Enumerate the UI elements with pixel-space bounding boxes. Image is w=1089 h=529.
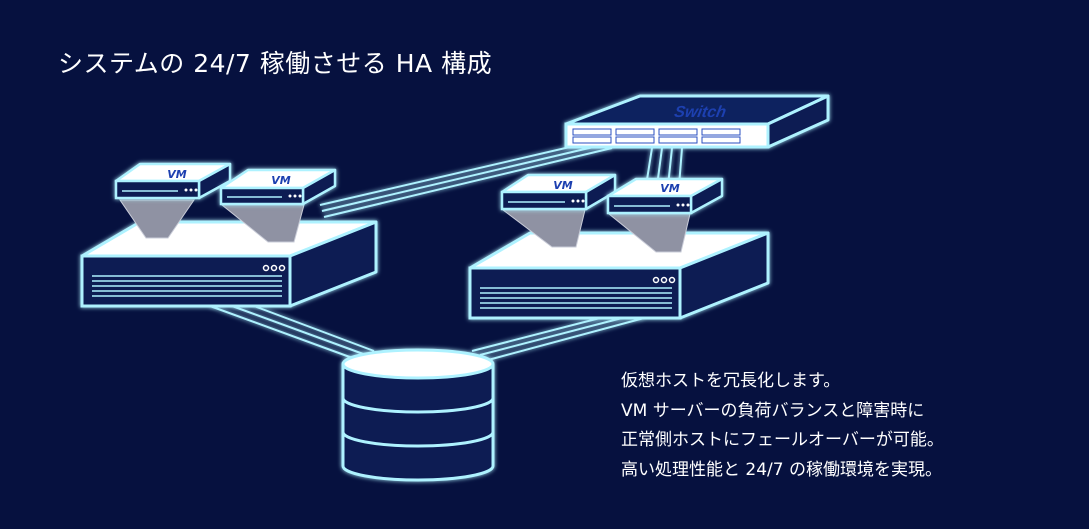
cable-left-host-to-storage — [209, 305, 375, 361]
shared-storage — [341, 348, 495, 482]
diagram-title: システムの 24/7 稼働させる HA 構成 — [58, 49, 493, 78]
vm-label: VM — [167, 168, 187, 181]
host-server-left — [80, 220, 378, 308]
switch-label: Switch — [673, 103, 728, 121]
cable-left-vm-to-switch — [319, 139, 613, 218]
vm-label: VM — [553, 179, 573, 192]
vm-label: VM — [271, 174, 291, 187]
vm-box-left-1: VM — [114, 162, 232, 200]
cable-right-host-to-storage — [471, 317, 645, 361]
vm-link-funnel — [119, 199, 195, 239]
host-server-right — [468, 231, 770, 320]
description: 仮想ホストを冗長化します。 VM サーバーの負荷バランスと障害時に 正常側ホスト… — [621, 367, 944, 485]
vm-box-right-1: VM — [500, 173, 617, 211]
vm-box-right-2: VM — [606, 177, 724, 215]
vm-box-left-2: VM — [219, 168, 337, 206]
network-switch: Switch — [564, 94, 830, 149]
description-line: 仮想ホストを冗長化します。 — [621, 371, 841, 391]
switch-ports — [572, 128, 741, 144]
vm-label: VM — [660, 182, 680, 195]
description-line: VM サーバーの負荷バランスと障害時に — [621, 400, 925, 421]
description-line: 高い処理性能と 24/7 の稼働環境を実現。 — [621, 459, 942, 480]
description-line: 正常側ホストにフェールオーバーが可能。 — [621, 430, 944, 450]
